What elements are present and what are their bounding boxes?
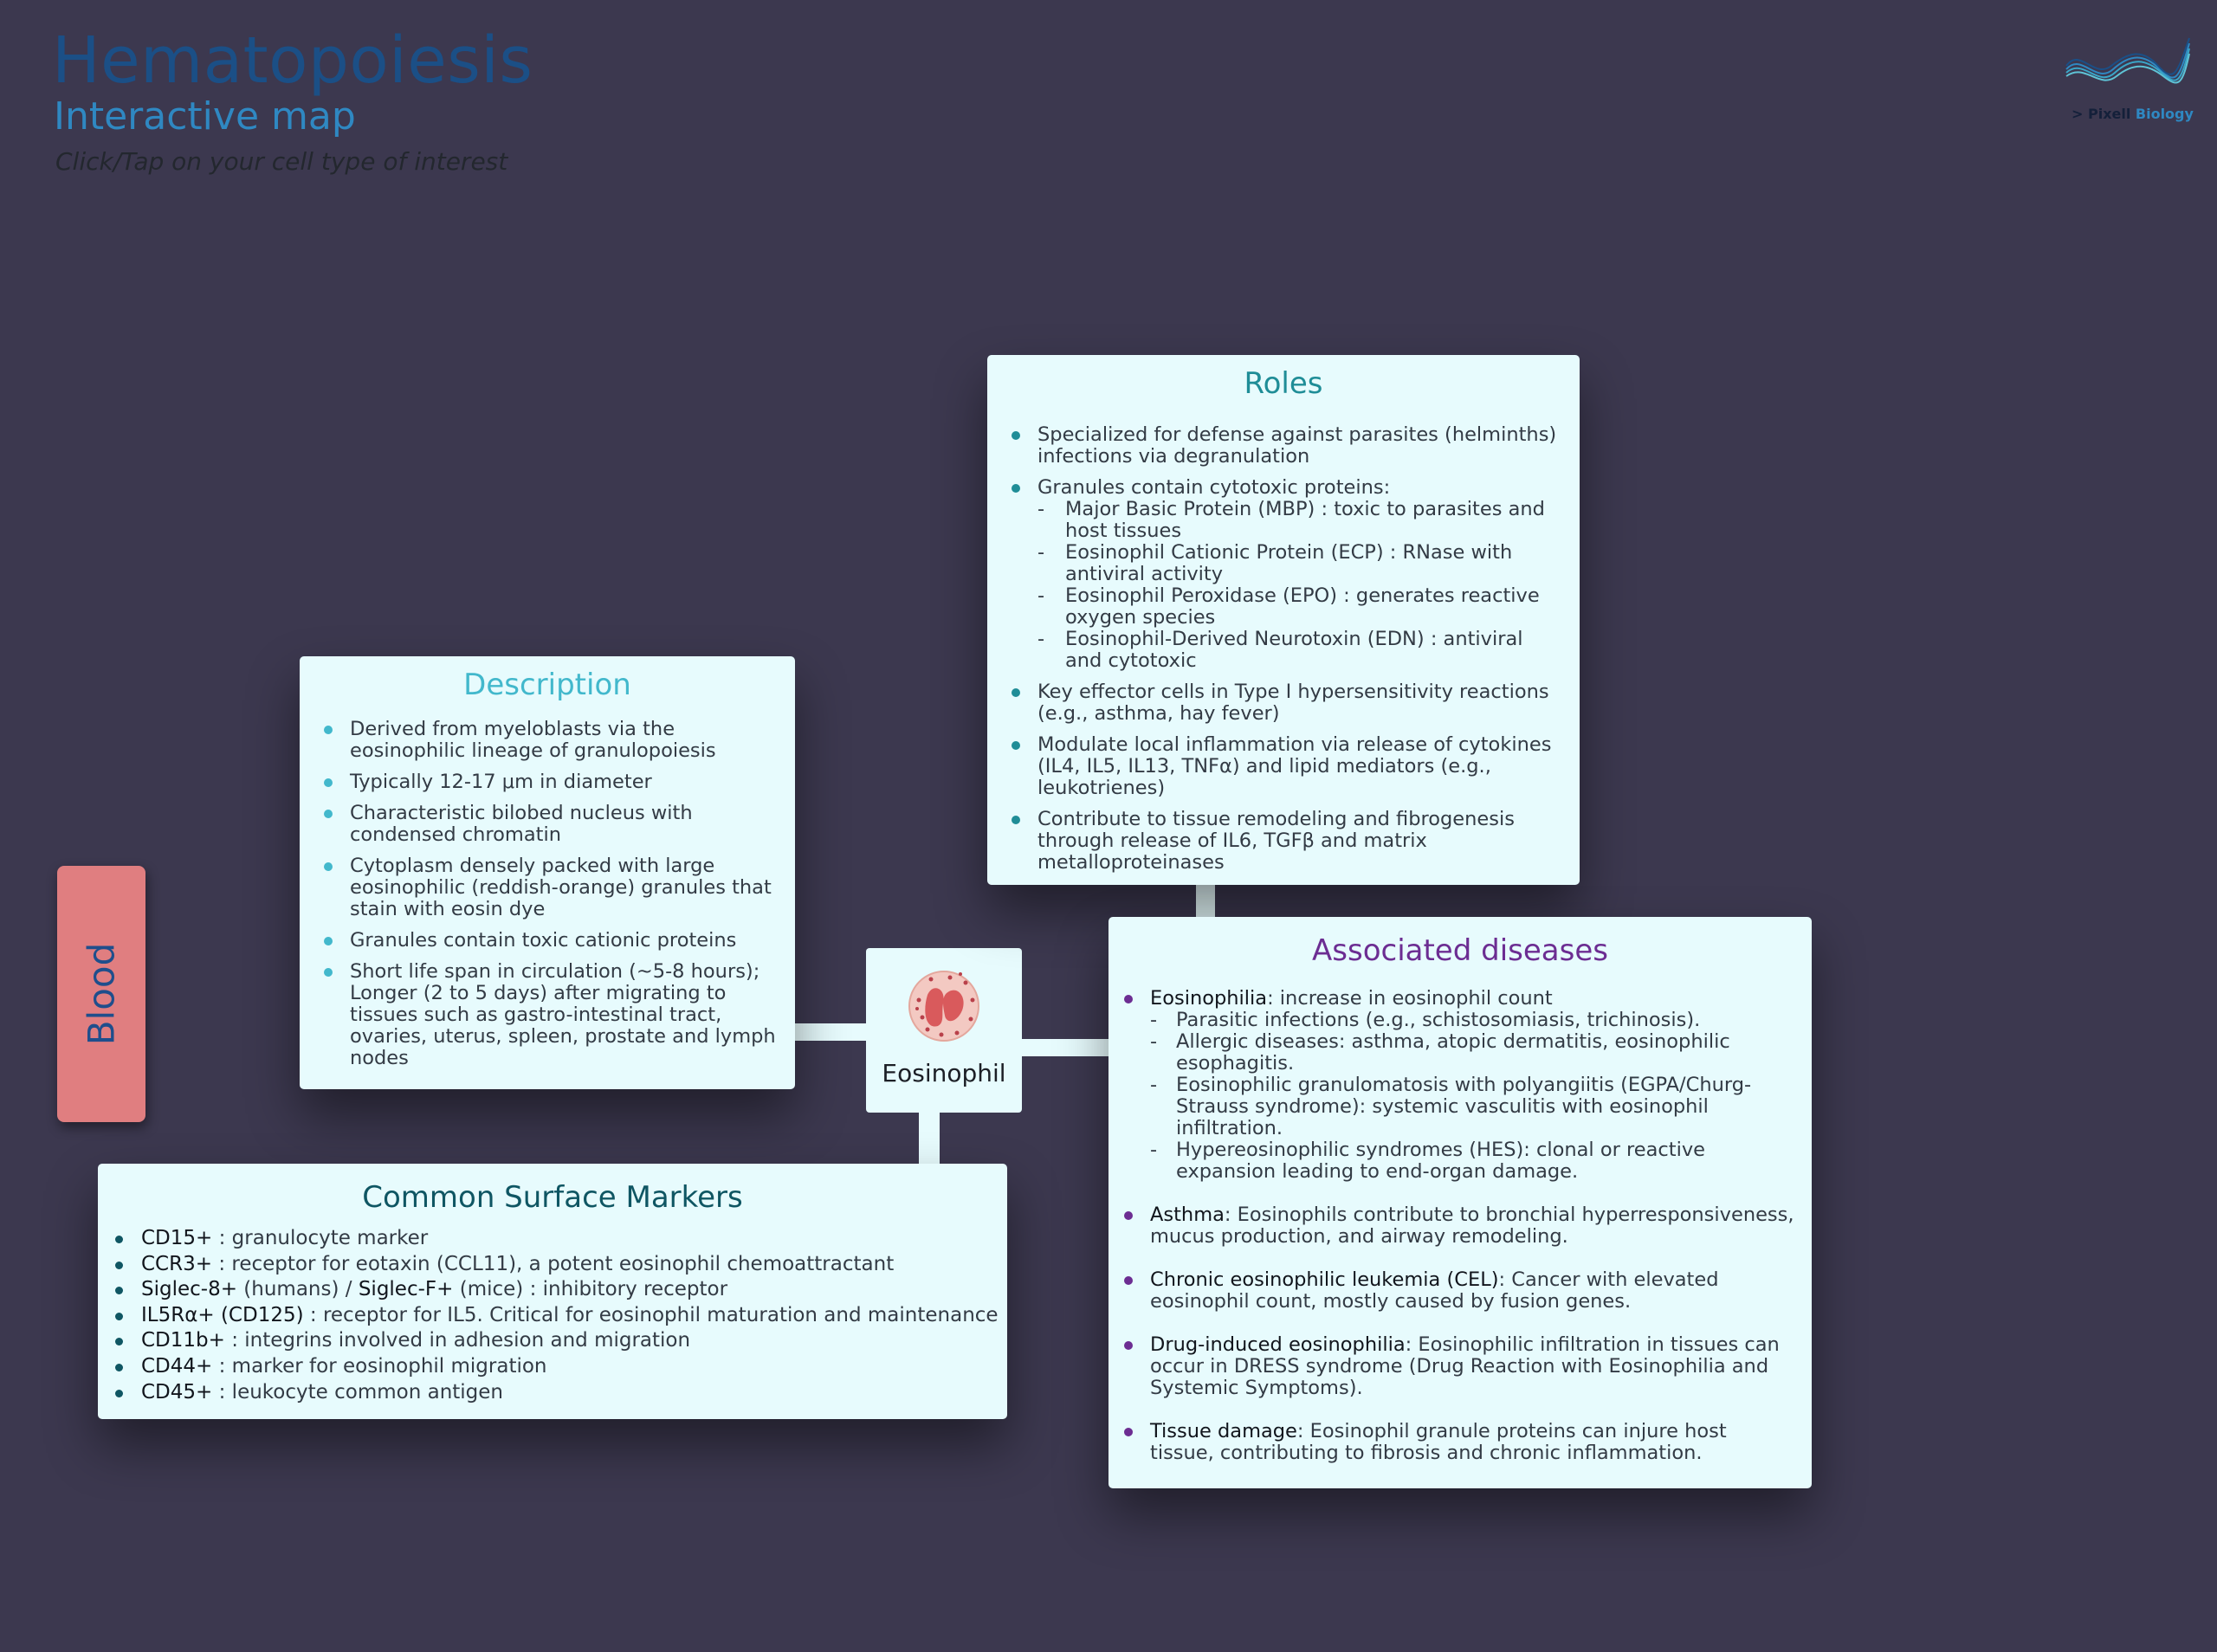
list-item: Tissue damage: Eosinophil granule protei…: [1124, 1421, 1794, 1464]
list-item: Characteristic bilobed nucleus with cond…: [324, 803, 778, 846]
sub-item: Eosinophil-Derived Neurotoxin (EDN) : an…: [1037, 629, 1559, 672]
eosinophil-label: Eosinophil: [882, 1059, 1006, 1087]
bullet-icon: [1012, 741, 1020, 750]
bullet-icon: [115, 1312, 123, 1320]
roles-list: Specialized for defense against parasite…: [987, 402, 1580, 874]
bullet-icon: [1012, 688, 1020, 697]
associated-diseases-card: Associated diseases Eosinophilia: increa…: [1108, 917, 1812, 1488]
associated-diseases-title: Associated diseases: [1312, 933, 1608, 968]
sub-item: Parasitic infections (e.g., schistosomia…: [1150, 1010, 1794, 1032]
list-item: Siglec-8+ (humans) / Siglec-F+ (mice) : …: [115, 1277, 990, 1303]
roles-card: Roles Specialized for defense against pa…: [987, 355, 1580, 885]
list-item: CD45+ : leukocyte common antigen: [115, 1380, 990, 1406]
eosinophil-cell-icon: [908, 971, 979, 1042]
description-title: Description: [463, 668, 631, 702]
bullet-icon: [115, 1287, 123, 1295]
connector-roles: [1196, 881, 1215, 918]
list-item: Granules contain cytotoxic proteins: Maj…: [1012, 477, 1559, 672]
bullet-icon: [1124, 995, 1133, 1003]
bullet-icon: [1124, 1428, 1133, 1436]
list-item: Granules contain toxic cationic proteins: [324, 930, 778, 952]
list-item: Drug-induced eosinophilia: Eosinophilic …: [1124, 1334, 1794, 1399]
list-item: CD44+ : marker for eosinophil migration: [115, 1354, 990, 1380]
list-item: Derived from myeloblasts via the eosinop…: [324, 719, 778, 762]
bullet-icon: [324, 810, 333, 818]
bullet-icon: [115, 1363, 123, 1371]
bullet-icon: [324, 968, 333, 977]
eosinophil-node[interactable]: Eosinophil: [866, 948, 1022, 1113]
blood-tab-label: Blood: [80, 942, 123, 1046]
list-item: Modulate local inflammation via release …: [1012, 734, 1559, 799]
bullet-icon: [324, 726, 333, 734]
connector-description: [790, 1023, 869, 1041]
bullet-icon: [1124, 1211, 1133, 1220]
sub-item: Major Basic Protein (MBP) : toxic to par…: [1037, 499, 1559, 542]
surface-markers-list: CD15+ : granulocyte marker CCR3+ : recep…: [98, 1216, 1007, 1405]
list-item: CCR3+ : receptor for eotaxin (CCL11), a …: [115, 1252, 990, 1278]
description-list: Derived from myeloblasts via the eosinop…: [300, 703, 795, 1069]
list-item: Short life span in circulation (~5-8 hou…: [324, 961, 778, 1069]
blood-tab[interactable]: Blood: [57, 866, 145, 1122]
surface-markers-title: Common Surface Markers: [362, 1180, 743, 1215]
list-item: Specialized for defense against parasite…: [1012, 424, 1559, 468]
sub-item: Eosinophilic granulomatosis with polyang…: [1150, 1074, 1794, 1139]
list-item: Chronic eosinophilic leukemia (CEL): Can…: [1124, 1269, 1794, 1313]
bullet-icon: [324, 862, 333, 871]
logo-text: > Pixell Biology: [2072, 106, 2194, 122]
list-item: Key effector cells in Type I hypersensit…: [1012, 681, 1559, 725]
pixell-biology-logo[interactable]: > Pixell Biology: [2065, 35, 2194, 130]
list-item: Eosinophilia: increase in eosinophil cou…: [1124, 988, 1794, 1183]
list-item: CD15+ : granulocyte marker: [115, 1226, 990, 1252]
bullet-icon: [115, 1338, 123, 1346]
sub-item: Allergic diseases: asthma, atopic dermat…: [1150, 1031, 1794, 1074]
connector-diseases: [1018, 1039, 1112, 1056]
list-item: Asthma: Eosinophils contribute to bronch…: [1124, 1204, 1794, 1248]
sub-item: Eosinophil Peroxidase (EPO) : generates …: [1037, 585, 1559, 629]
bullet-icon: [324, 937, 333, 945]
bullet-icon: [115, 1261, 123, 1269]
bullet-icon: [115, 1236, 123, 1243]
page-title: Hematopoiesis: [52, 23, 533, 98]
surface-markers-card: Common Surface Markers CD15+ : granulocy…: [98, 1164, 1007, 1419]
list-item: IL5Rα+ (CD125) : receptor for IL5. Criti…: [115, 1303, 999, 1329]
bullet-icon: [324, 778, 333, 787]
list-item: Typically 12-17 μm in diameter: [324, 771, 778, 793]
list-item: Cytoplasm densely packed with large eosi…: [324, 855, 778, 920]
bullet-icon: [1124, 1276, 1133, 1285]
bullet-icon: [1012, 816, 1020, 824]
list-item: Contribute to tissue remodeling and fibr…: [1012, 809, 1559, 874]
page-subtitle: Interactive map: [54, 94, 356, 139]
bullet-icon: [1012, 431, 1020, 440]
list-item: CD11b+ : integrins involved in adhesion …: [115, 1328, 990, 1354]
waveform-icon: [2065, 37, 2190, 84]
instruction-text: Click/Tap on your cell type of interest: [55, 147, 508, 176]
description-card: Description Derived from myeloblasts via…: [300, 656, 795, 1089]
connector-markers: [919, 1108, 940, 1167]
sub-item: Hypereosinophilic syndromes (HES): clona…: [1150, 1139, 1794, 1183]
associated-diseases-list: Eosinophilia: increase in eosinophil cou…: [1108, 969, 1812, 1464]
bullet-icon: [1124, 1341, 1133, 1350]
roles-title: Roles: [1244, 366, 1323, 401]
bullet-icon: [115, 1389, 123, 1397]
sub-item: Eosinophil Cationic Protein (ECP) : RNas…: [1037, 542, 1559, 585]
bullet-icon: [1012, 484, 1020, 493]
